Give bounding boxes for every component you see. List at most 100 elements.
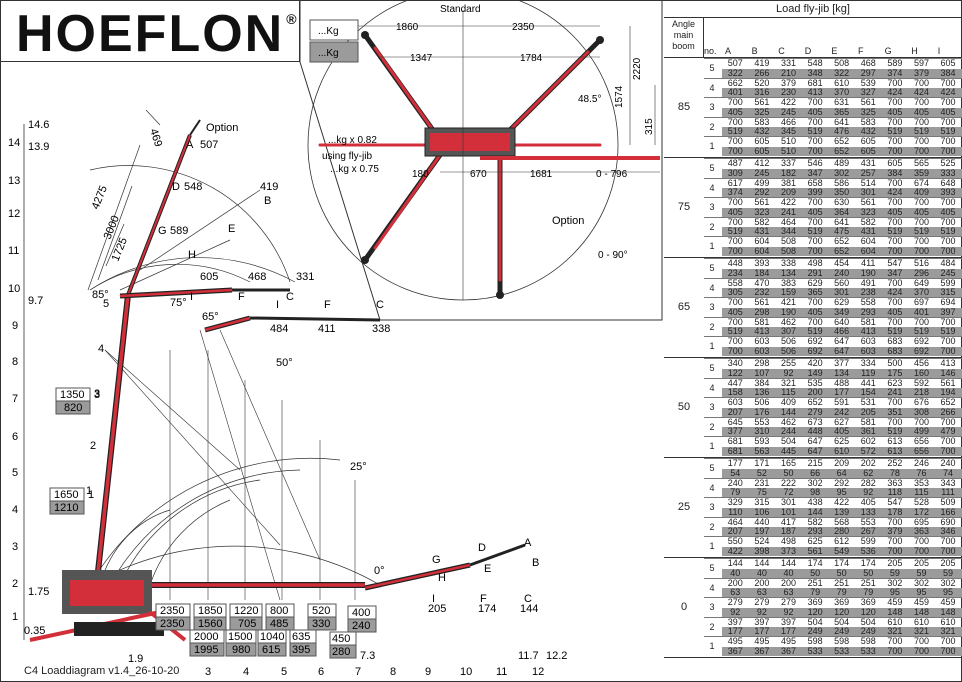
table-cell: 593: [754, 436, 770, 446]
table-cell: 171: [754, 458, 770, 468]
table-cell: 683: [887, 345, 903, 356]
table-cell: 519: [727, 126, 743, 136]
svg-text:469: 469: [147, 127, 164, 148]
table-cell: 401: [913, 306, 929, 317]
table-cell: 405: [807, 306, 823, 317]
table-cell: 139: [834, 506, 850, 517]
table-cell: 134: [780, 267, 796, 278]
svg-text:B: B: [532, 557, 539, 569]
svg-text:180: 180: [412, 169, 429, 180]
table-cell: 122: [727, 367, 743, 378]
svg-text:589: 589: [170, 225, 188, 237]
table-cell: 246: [913, 458, 929, 468]
table-cell: 700: [913, 416, 929, 427]
table-cell: 200: [807, 387, 823, 397]
table-cell: 325: [754, 106, 770, 117]
table-cell: 673: [807, 416, 823, 427]
svg-text:1: 1: [12, 611, 18, 623]
table-cell: 177: [834, 387, 850, 397]
table-cell: 605: [887, 158, 903, 168]
table-cell: 241: [780, 206, 796, 217]
angle-label: 0: [680, 601, 688, 613]
svg-text:A: A: [186, 139, 194, 151]
table-cell: 338: [780, 258, 796, 268]
table-cell: 92: [783, 606, 794, 617]
row-no: 2: [709, 521, 715, 532]
table-cell: 72: [783, 487, 794, 497]
table-cell: 160: [913, 367, 929, 378]
svg-text:670: 670: [470, 169, 487, 180]
table-cell: 177: [754, 626, 770, 636]
svg-text:1860: 1860: [396, 22, 419, 33]
table-cell: 370: [834, 87, 850, 97]
table-cell: 346: [940, 526, 956, 536]
svg-text:...kg x 0.82: ...kg x 0.82: [328, 135, 377, 146]
table-cell: 148: [913, 606, 929, 617]
table-cell: 656: [913, 445, 929, 456]
table-cell: 583: [860, 116, 876, 127]
table-cell: 700: [913, 236, 929, 246]
table-cell: 370: [913, 287, 929, 297]
table-title: Load fly-jib [kg]: [664, 0, 962, 18]
table-cell: 700: [887, 236, 903, 246]
svg-text:1995: 1995: [194, 644, 218, 656]
table-cell: 327: [860, 87, 876, 97]
table-cell: 266: [754, 67, 770, 78]
table-cell: 146: [940, 367, 956, 378]
table-cell: 413: [860, 326, 876, 336]
table-cell: 95: [943, 587, 954, 597]
row-no: 2: [709, 621, 715, 632]
table-cell: 700: [727, 336, 743, 346]
table-cell: 604: [860, 245, 876, 256]
table-cell: 560: [834, 277, 850, 288]
table-cell: 348: [807, 67, 823, 78]
table-cell: 700: [940, 536, 956, 546]
table-cell: 321: [780, 377, 796, 388]
table-cell: 488: [834, 377, 850, 388]
table-cell: 466: [780, 116, 796, 127]
svg-text:F: F: [238, 291, 245, 303]
table-cell: 441: [860, 377, 876, 388]
table-cell: 397: [727, 616, 743, 627]
svg-text:12: 12: [8, 208, 20, 220]
table-cell: 50: [863, 567, 874, 578]
table-cell: 374: [727, 187, 743, 197]
table-cell: 652: [834, 245, 850, 256]
table-cell: 700: [887, 277, 903, 288]
row-no: 4: [709, 282, 715, 293]
table-cell: 476: [834, 126, 850, 136]
svg-text:331: 331: [296, 271, 314, 283]
table-cell: 302: [940, 577, 956, 588]
table-cell: 627: [834, 416, 850, 427]
svg-text:280: 280: [332, 646, 350, 658]
table-cell: 514: [860, 177, 876, 188]
svg-text:1500: 1500: [228, 631, 252, 643]
svg-text:4: 4: [12, 504, 18, 516]
table-cell: 115: [914, 487, 929, 497]
table-cell: 144: [780, 406, 796, 417]
table-cell: 373: [780, 545, 796, 556]
bottom-load-boxes: 2350 2350 1850 1560 1220 705 800 485 520…: [155, 603, 377, 659]
svg-text:980: 980: [232, 644, 250, 656]
table-cell: 565: [913, 158, 929, 168]
table-cell: 547: [887, 497, 903, 507]
table-cell: 78: [889, 467, 900, 478]
table-cell: 700: [807, 216, 823, 227]
table-cell: 110: [728, 506, 743, 517]
svg-text:10: 10: [8, 283, 20, 295]
row-no: 1: [709, 341, 715, 351]
